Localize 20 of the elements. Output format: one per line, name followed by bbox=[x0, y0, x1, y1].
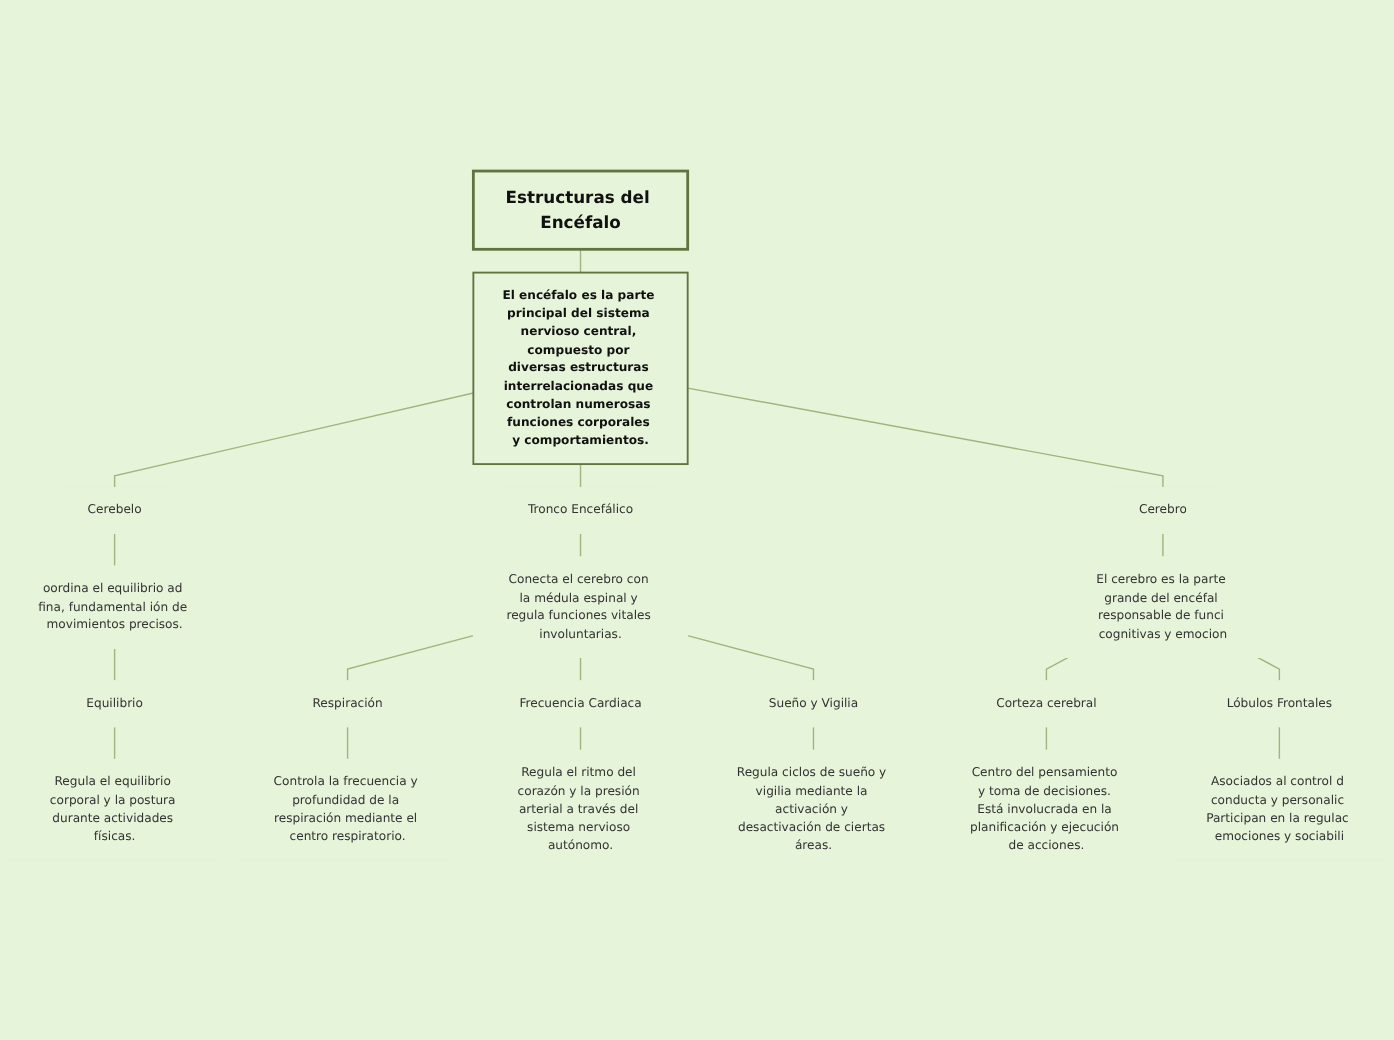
connector bbox=[579, 463, 582, 489]
connector bbox=[579, 248, 582, 274]
connector bbox=[113, 532, 116, 567]
connector bbox=[1256, 656, 1281, 682]
connector bbox=[1162, 532, 1164, 558]
connector bbox=[346, 634, 475, 682]
connector bbox=[1045, 726, 1048, 751]
connector bbox=[579, 726, 582, 751]
connector bbox=[1278, 726, 1281, 760]
connector bbox=[346, 726, 349, 760]
connector bbox=[579, 532, 582, 558]
connector bbox=[686, 387, 1164, 489]
connector bbox=[113, 647, 116, 682]
connector bbox=[113, 726, 116, 760]
node-box: Estructuras del Encéfalo bbox=[471, 169, 690, 251]
connector bbox=[812, 726, 815, 751]
connector bbox=[686, 634, 815, 682]
connector bbox=[113, 392, 475, 489]
connector bbox=[1045, 656, 1070, 682]
connector bbox=[579, 656, 582, 682]
